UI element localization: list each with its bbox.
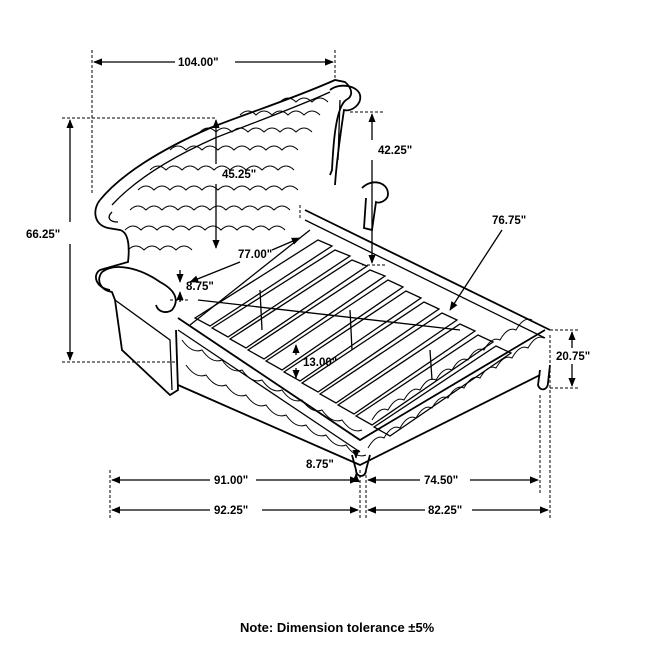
dim-side-inner: 91.00" (214, 475, 248, 487)
dimension-labels: 104.00" 66.25" 45.25" 42.25" 76.75" 77.0… (26, 57, 590, 517)
bed-illustration (94, 79, 551, 477)
dim-side-outer: 92.25" (214, 505, 248, 517)
dim-headboard-rise: 42.25" (378, 145, 412, 157)
dim-overall-width: 104.00" (178, 57, 219, 69)
dim-rail-clearance: 8.75" (186, 281, 214, 293)
dim-foot-inner: 74.50" (424, 475, 458, 487)
dim-headboard-height: 45.25" (222, 169, 256, 181)
dim-foot-outer: 82.25" (428, 505, 462, 517)
dim-overall-height: 66.25" (26, 229, 60, 241)
dimension-lines (66, 58, 576, 514)
dim-slat-depth: 13.00" (303, 357, 337, 369)
tolerance-note: Note: Dimension tolerance ±5% (240, 620, 435, 635)
dim-inner-length: 77.00" (238, 249, 272, 261)
dim-leg-height: 8.75" (306, 459, 334, 471)
dim-diagonal: 76.75" (492, 215, 526, 227)
dim-footboard-height: 20.75" (556, 351, 590, 363)
